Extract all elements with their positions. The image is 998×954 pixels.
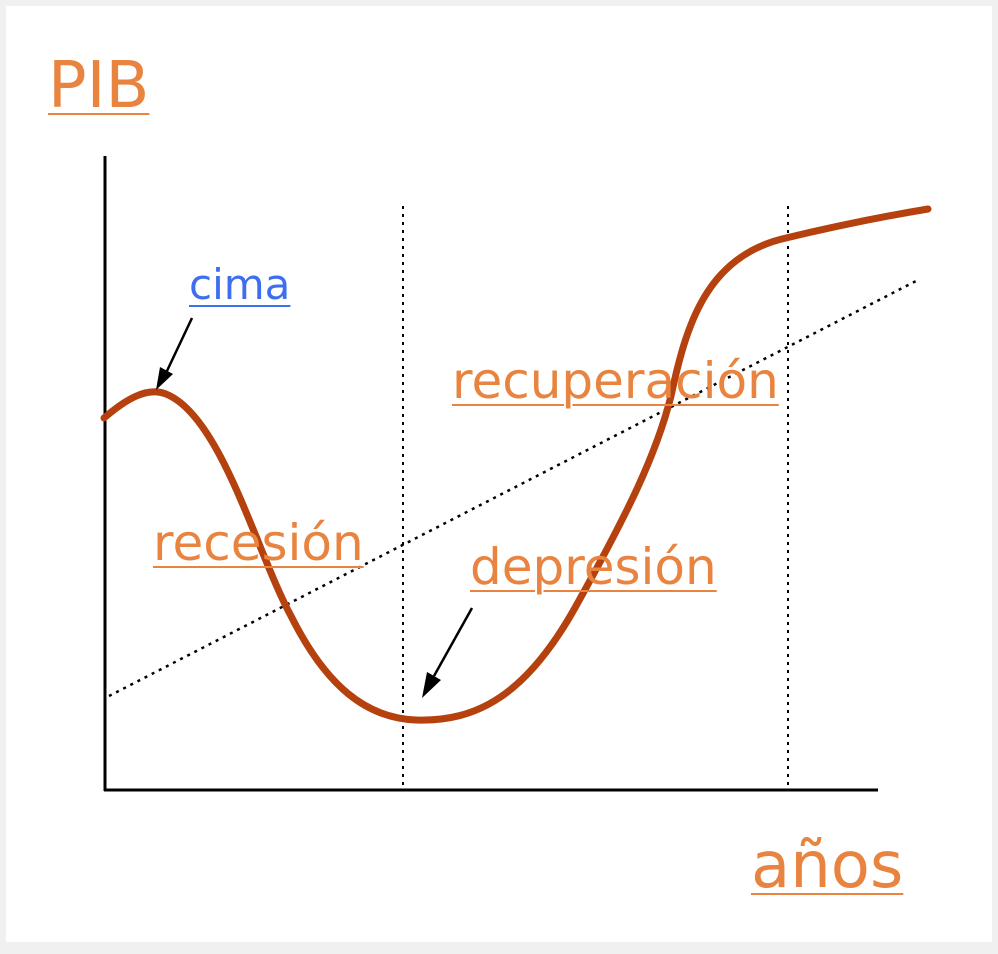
y-axis-label: PIB	[48, 49, 150, 123]
recovery-label: recuperación	[452, 352, 779, 410]
trend-line	[108, 279, 917, 698]
diagram-canvas: PIB años cima recesión depresión recuper…	[6, 6, 992, 942]
depression-arrow-shaft	[432, 607, 474, 677]
recession-label: recesión	[153, 514, 364, 572]
peak-arrow-shaft	[164, 317, 194, 374]
x-axis-label: años	[751, 829, 904, 903]
business-cycle-diagram	[100, 156, 932, 792]
gdp-curve	[100, 205, 932, 724]
depression-arrow-head	[422, 672, 441, 698]
peak-label[interactable]: cima	[189, 260, 291, 309]
peak-arrow-head	[156, 367, 173, 390]
depression-label: depresión	[470, 538, 717, 596]
